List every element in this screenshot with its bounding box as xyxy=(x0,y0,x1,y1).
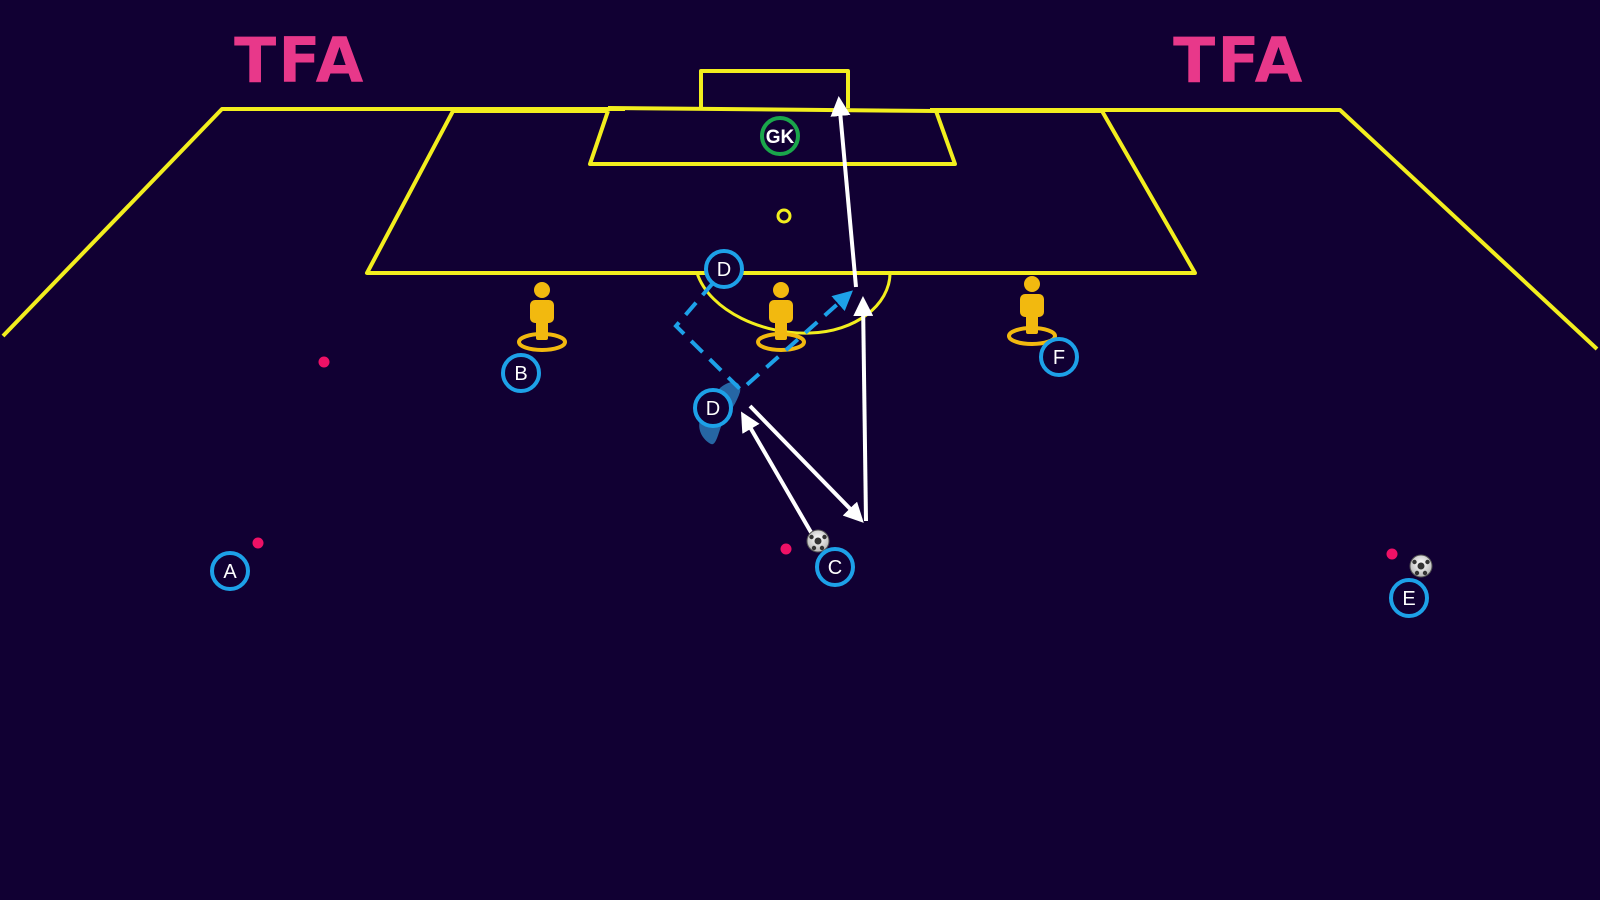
mannequin-center xyxy=(756,282,806,352)
goalkeeper-label: GK xyxy=(766,127,795,148)
goalkeeper: GK xyxy=(760,116,800,156)
player-d-start-label: D xyxy=(717,259,731,281)
ball-e xyxy=(1409,554,1433,578)
player-b-label: B xyxy=(514,363,527,385)
player-c-label: C xyxy=(828,557,842,579)
pass-arrow-d-to-c xyxy=(748,404,864,523)
penalty-arc xyxy=(695,272,892,335)
player-d-start: D xyxy=(704,249,744,289)
pitch-lines xyxy=(1,69,1599,351)
player-f-label: F xyxy=(1053,347,1065,369)
player-a: A xyxy=(210,551,250,591)
pass-arrow-c-to-d xyxy=(740,411,814,536)
marker-dot-icon xyxy=(780,543,792,555)
player-d-current-label: D xyxy=(706,398,720,420)
player-c: C xyxy=(815,547,855,587)
player-e-label: E xyxy=(1402,588,1415,610)
goal-line-mouth xyxy=(607,106,937,113)
marker-dot-icon xyxy=(252,537,264,549)
player-d-current: D xyxy=(693,388,733,428)
penalty-box xyxy=(365,110,1197,275)
player-a-label: A xyxy=(223,561,237,583)
penalty-spot xyxy=(776,208,792,224)
goal-frame xyxy=(699,69,850,108)
marker-dot-icon xyxy=(318,356,330,368)
tfa-logo-right: TFA xyxy=(1173,24,1305,97)
player-e: E xyxy=(1389,578,1429,618)
pass-arrow-c-up xyxy=(853,296,874,522)
football-icon xyxy=(806,529,830,553)
mannequin-left xyxy=(517,282,567,352)
mannequin-icon xyxy=(756,282,806,352)
mannequin-icon xyxy=(1007,276,1057,346)
ball-c xyxy=(806,529,830,553)
football-icon xyxy=(1409,554,1433,578)
marker-dot-icon xyxy=(1386,548,1398,560)
six-yard-box xyxy=(588,110,957,166)
player-f: F xyxy=(1039,337,1079,377)
marker-dots xyxy=(252,356,1398,560)
pass-arrows xyxy=(740,96,874,536)
mannequin-right xyxy=(1007,276,1057,346)
tfa-logo-left: TFA xyxy=(234,24,366,97)
player-b: B xyxy=(501,353,541,393)
shot-arrow xyxy=(830,96,858,288)
run-arrow-d xyxy=(673,281,853,393)
mannequin-icon xyxy=(517,282,567,352)
